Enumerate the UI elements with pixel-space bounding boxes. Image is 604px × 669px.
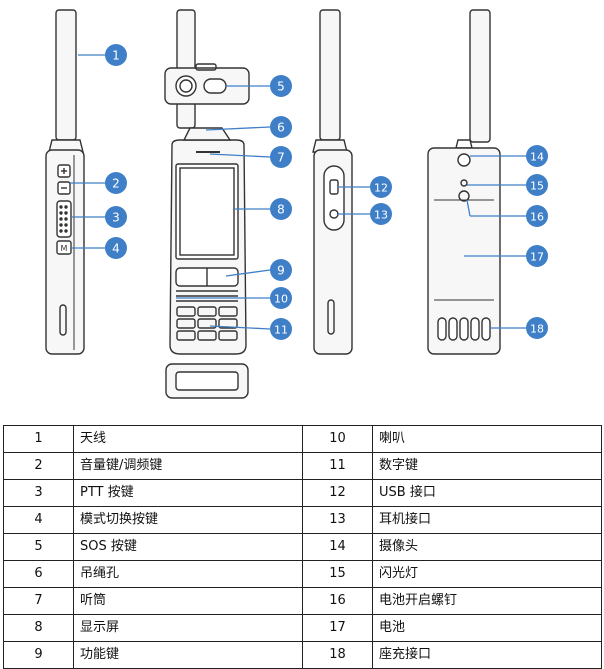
callout-8: [270, 198, 292, 220]
part-number: 12: [302, 479, 373, 507]
left-side-view: M: [45, 9, 85, 355]
callout-5-number: 5: [277, 80, 285, 94]
part-number: 5: [3, 533, 74, 561]
part-number: 3: [3, 479, 74, 507]
part-number: 6: [3, 560, 74, 588]
callout-7: [270, 146, 292, 168]
callout-8-number: 8: [277, 203, 285, 217]
part-name: 数字键: [372, 452, 602, 480]
callout-11: [270, 318, 292, 340]
callout-16: [526, 205, 548, 227]
table-row: 9 功能键 18 座充接口: [3, 641, 602, 669]
part-number: 18: [302, 641, 373, 669]
part-name: USB 接口: [372, 479, 602, 507]
part-number: 14: [302, 533, 373, 561]
part-number: 13: [302, 506, 373, 534]
callout-4-number: 4: [112, 242, 120, 256]
callout-17: [526, 245, 548, 267]
callout-3: [105, 206, 127, 228]
part-name: 摄像头: [372, 533, 602, 561]
callout-7-number: 7: [277, 151, 285, 165]
part-number: 7: [3, 587, 74, 615]
table-row: 8 显示屏 17 电池: [3, 614, 602, 642]
part-name: PTT 按键: [73, 479, 303, 507]
part-number: 9: [3, 641, 74, 669]
part-name: 吊绳孔: [73, 560, 303, 588]
part-number: 10: [302, 425, 373, 453]
part-number: 11: [302, 452, 373, 480]
callout-16-number: 16: [530, 211, 544, 224]
part-name: 耳机接口: [372, 506, 602, 534]
callout-15-number: 15: [530, 180, 544, 193]
part-name: 天线: [73, 425, 303, 453]
front-view: [164, 9, 250, 399]
callout-13-number: 13: [374, 209, 388, 222]
part-name: 音量键/调频键: [73, 452, 303, 480]
table-row: 4 模式切换按键 13 耳机接口: [3, 506, 602, 534]
callout-9-number: 9: [277, 264, 285, 278]
part-name: 模式切换按键: [73, 506, 303, 534]
callout-12-number: 12: [374, 182, 388, 195]
table-row: 2 音量键/调频键 11 数字键: [3, 452, 602, 480]
callout-10: [270, 287, 292, 309]
part-number: 16: [302, 587, 373, 615]
parts-table: 1 天线 10 喇叭 2 音量键/调频键 11 数字键 3 PTT 按键 12 …: [3, 425, 602, 669]
callout-9: [270, 259, 292, 281]
table-row: 3 PTT 按键 12 USB 接口: [3, 479, 602, 507]
part-number: 4: [3, 506, 74, 534]
callout-15: [526, 174, 548, 196]
callout-17-number: 17: [530, 251, 544, 264]
table-row: 7 听筒 16 电池开启螺钉: [3, 587, 602, 615]
callout-1-number: 1: [112, 49, 120, 63]
part-name: 听筒: [73, 587, 303, 615]
part-name: 电池开启螺钉: [372, 587, 602, 615]
callout-12: [370, 176, 392, 198]
right-side-view: [312, 9, 353, 355]
part-name: 功能键: [73, 641, 303, 669]
callout-4: [105, 237, 127, 259]
callout-14-number: 14: [530, 151, 544, 164]
part-number: 1: [3, 425, 74, 453]
callout-18-number: 18: [530, 323, 544, 336]
part-name: 座充接口: [372, 641, 602, 669]
device-diagram: M: [45, 9, 548, 399]
part-name: 显示屏: [73, 614, 303, 642]
callout-3-number: 3: [112, 211, 120, 225]
part-name: 喇叭: [372, 425, 602, 453]
table-row: 5 SOS 按键 14 摄像头: [3, 533, 602, 561]
part-number: 17: [302, 614, 373, 642]
callout-6: [270, 116, 292, 138]
part-name: 闪光灯: [372, 560, 602, 588]
table-row: 6 吊绳孔 15 闪光灯: [3, 560, 602, 588]
part-number: 2: [3, 452, 74, 480]
table-row: 1 天线 10 喇叭: [3, 425, 602, 453]
callout-13: [370, 203, 392, 225]
back-view: [427, 9, 501, 355]
callout-14: [526, 145, 548, 167]
part-number: 8: [3, 614, 74, 642]
callout-1: [105, 44, 127, 66]
callout-2: [105, 172, 127, 194]
callout-5: [270, 75, 292, 97]
callout-2-number: 2: [112, 177, 120, 191]
part-name: SOS 按键: [73, 533, 303, 561]
part-name: 电池: [372, 614, 602, 642]
part-number: 15: [302, 560, 373, 588]
callout-10-number: 10: [274, 293, 288, 306]
svg-text:M: M: [61, 244, 68, 253]
callout-6-number: 6: [277, 121, 285, 135]
callout-18: [526, 317, 548, 339]
callout-11-number: 11: [274, 324, 288, 337]
